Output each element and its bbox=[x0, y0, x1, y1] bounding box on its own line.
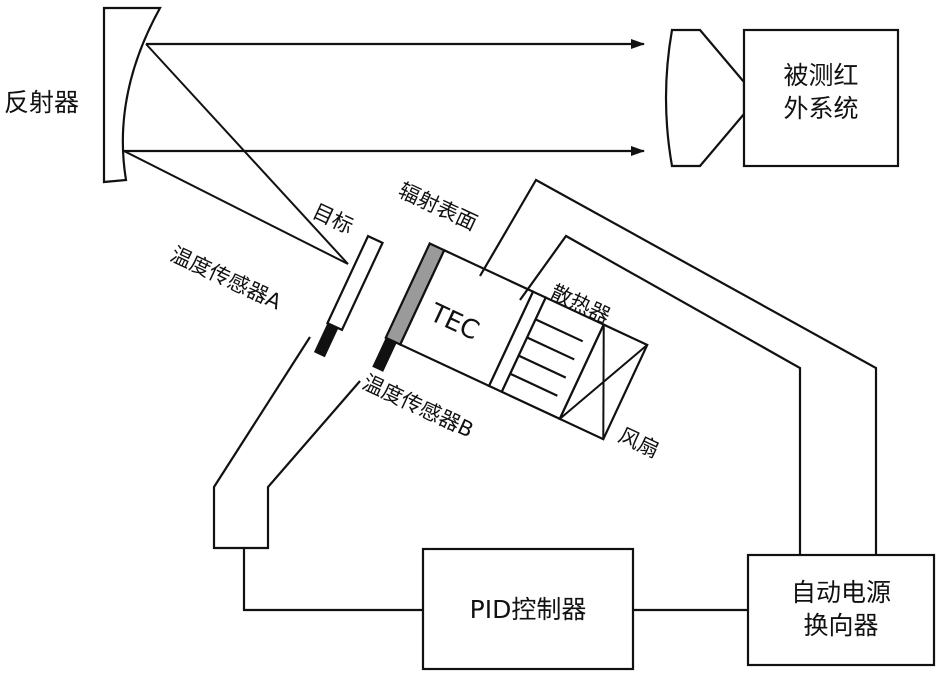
target-assembly bbox=[313, 234, 384, 358]
sensor-a-wire bbox=[212, 336, 423, 612]
power-reverser-label-line1: 自动电源 bbox=[790, 578, 891, 607]
sensor-a-element bbox=[313, 323, 339, 358]
ir-system-lens bbox=[664, 28, 746, 168]
ir-system-label-line1: 被测红 bbox=[783, 61, 859, 90]
beam-diagonal-lower bbox=[123, 150, 349, 265]
sensor-b-element bbox=[372, 337, 397, 372]
ir-system-label-line2: 外系统 bbox=[783, 93, 859, 123]
power-lead-inner bbox=[519, 234, 802, 555]
ir-system-label: 被测红 外系统 bbox=[744, 60, 898, 125]
reflector-mirror bbox=[102, 6, 162, 184]
power-reverser-label-line2: 换向器 bbox=[803, 610, 879, 640]
power-lead-outer bbox=[479, 178, 878, 555]
power-reverser-box bbox=[746, 553, 936, 667]
pid-controller-label: PID控制器 bbox=[469, 595, 587, 624]
beam-diagonal-upper bbox=[145, 43, 349, 265]
ir-system-box bbox=[742, 28, 900, 168]
power-reverser-label: 自动电源 换向器 bbox=[748, 577, 934, 642]
tec-assembly bbox=[372, 242, 649, 441]
reflector-label: 反射器 bbox=[4, 88, 80, 117]
fan-cross-b bbox=[559, 344, 648, 420]
heatsink-fins bbox=[509, 318, 584, 397]
sensor-b-wire bbox=[244, 380, 361, 550]
